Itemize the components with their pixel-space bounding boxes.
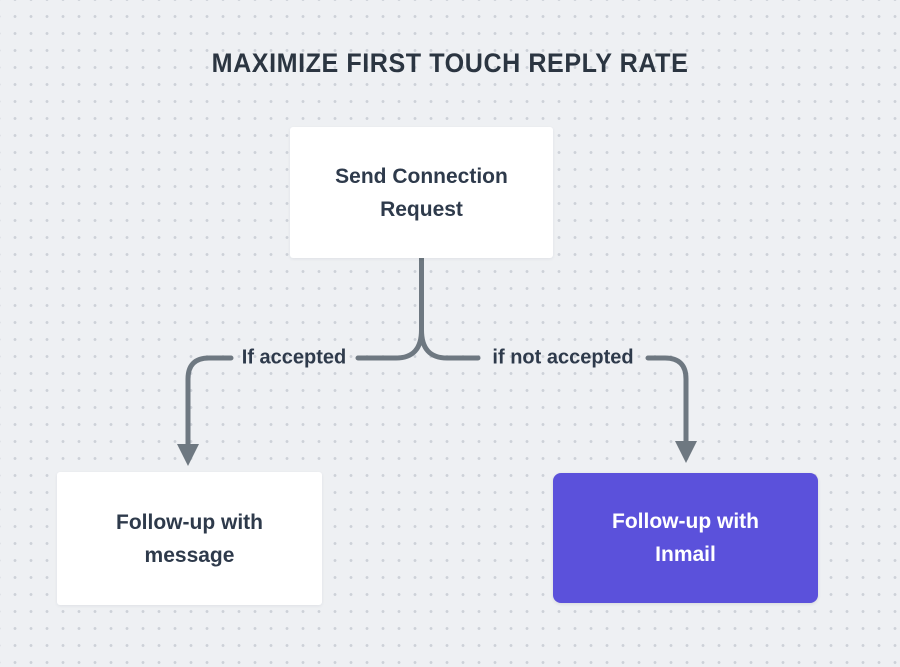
- edge-left-flare: [355, 327, 424, 361]
- node-label: Follow-up with Inmail: [612, 510, 759, 566]
- node-send-connection-request[interactable]: Send Connection Request: [290, 127, 553, 258]
- node-follow-up-with-message[interactable]: Follow-up with message: [57, 472, 322, 605]
- edge-right-arrowhead: [675, 441, 697, 463]
- edge-right-line: [645, 355, 689, 446]
- diagram-title: MAXIMIZE FIRST TOUCH REPLY RATE: [211, 48, 689, 78]
- node-label: Follow-up with message: [116, 510, 263, 567]
- edge-right-flare: [419, 327, 481, 361]
- node-follow-up-with-inmail[interactable]: Follow-up with Inmail: [553, 473, 818, 603]
- edge-left-arrowhead: [177, 444, 199, 466]
- edge-label-if-accepted: If accepted: [241, 346, 347, 369]
- edge-label-if-not-accepted: if not accepted: [492, 346, 634, 369]
- edge-left-line: [185, 355, 234, 449]
- node-label: Send Connection Request: [335, 164, 508, 221]
